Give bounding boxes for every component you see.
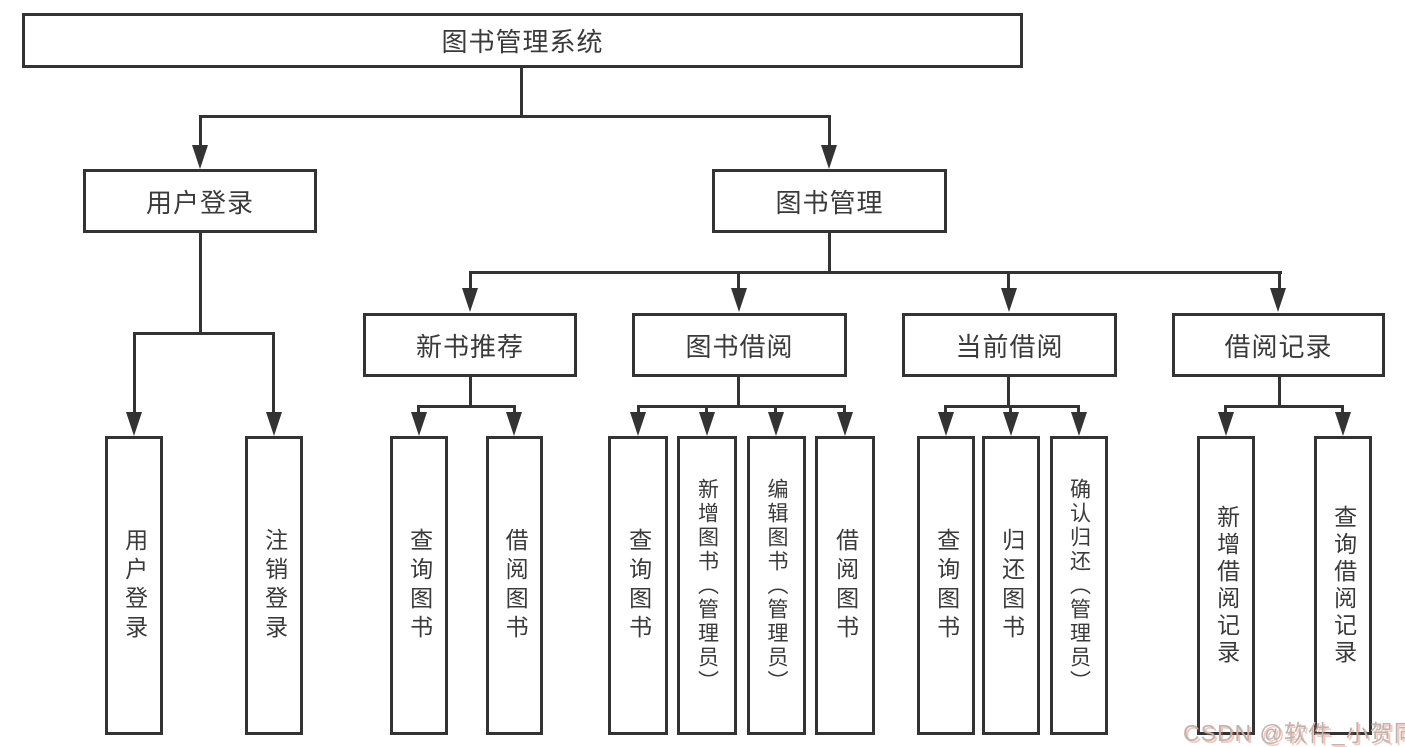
leaf-query-books-borrow: 查询图书 xyxy=(608,436,668,735)
node-label: 当前借阅 xyxy=(955,331,1064,362)
connector-line xyxy=(417,405,516,408)
connector-line xyxy=(199,115,202,148)
connector-line xyxy=(513,405,516,415)
arrow-down-icon xyxy=(192,145,208,169)
arrow-down-icon xyxy=(266,412,282,436)
node-label: 注销登录 xyxy=(261,527,288,644)
connector-line xyxy=(199,233,202,335)
node-label: 新增借阅记录 xyxy=(1213,504,1240,667)
connector-line xyxy=(133,332,136,414)
leaf-user-login: 用户登录 xyxy=(105,436,163,735)
connector-line xyxy=(133,332,275,335)
connector-line xyxy=(469,271,1282,274)
node-label: 图书借阅 xyxy=(685,331,794,362)
arrow-down-icon xyxy=(699,412,715,436)
arrow-down-icon xyxy=(1003,412,1019,436)
connector-line xyxy=(637,405,640,415)
connector-line xyxy=(1278,271,1281,290)
node-root-system: 图书管理系统 xyxy=(22,13,1023,68)
leaf-return-book: 归还图书 xyxy=(982,436,1040,735)
leaf-logout: 注销登录 xyxy=(245,436,303,735)
connector-line xyxy=(520,68,523,118)
arrow-down-icon xyxy=(1071,412,1087,436)
node-label: 借阅记录 xyxy=(1224,331,1333,362)
node-current-borrow: 当前借阅 xyxy=(902,313,1117,377)
node-label: 确认归还（管理员） xyxy=(1067,477,1091,694)
connector-line xyxy=(1224,405,1344,408)
connector-line xyxy=(944,405,1080,408)
node-label: 新增图书（管理员） xyxy=(695,477,719,694)
connector-line xyxy=(637,405,846,408)
arrow-down-icon xyxy=(1270,288,1286,312)
node-label: 借阅图书 xyxy=(502,527,529,644)
node-label: 查询图书 xyxy=(406,527,433,644)
csdn-watermark: CSDN @软件_小贺同学 xyxy=(1183,720,1405,746)
arrow-down-icon xyxy=(411,412,427,436)
arrow-down-icon xyxy=(1335,412,1351,436)
leaf-borrow-books-borrow: 借阅图书 xyxy=(815,436,875,735)
node-label: 借阅图书 xyxy=(832,527,859,644)
arrow-down-icon xyxy=(1001,288,1017,312)
leaf-query-books-newbooks: 查询图书 xyxy=(390,436,448,735)
connector-line xyxy=(1009,405,1012,415)
node-label: 编辑图书（管理员） xyxy=(765,477,789,694)
node-new-book-recommend: 新书推荐 xyxy=(363,313,577,377)
node-label: 查询图书 xyxy=(625,527,652,644)
connector-line xyxy=(199,115,831,118)
connector-line xyxy=(774,405,777,415)
connector-line xyxy=(1224,405,1227,415)
arrow-down-icon xyxy=(630,412,646,436)
leaf-query-books-current: 查询图书 xyxy=(917,436,975,735)
node-label: 图书管理系统 xyxy=(441,27,604,57)
connector-line xyxy=(1341,405,1344,415)
node-label: 查询借阅记录 xyxy=(1330,504,1357,667)
connector-line xyxy=(417,405,420,415)
arrow-down-icon xyxy=(768,412,784,436)
leaf-borrow-books-newbooks: 借阅图书 xyxy=(486,436,543,735)
node-label: 用户登录 xyxy=(145,187,254,218)
connector-line xyxy=(944,405,947,415)
connector-line xyxy=(737,271,740,290)
node-label: 归还图书 xyxy=(998,527,1025,644)
leaf-add-borrow-record: 新增借阅记录 xyxy=(1197,436,1255,735)
node-borrow-records: 借阅记录 xyxy=(1172,313,1385,377)
arrow-down-icon xyxy=(506,412,522,436)
node-label: 新书推荐 xyxy=(415,331,524,362)
leaf-confirm-return-admin: 确认归还（管理员） xyxy=(1050,436,1108,735)
connector-line xyxy=(705,405,708,415)
connector-line xyxy=(843,405,846,415)
connector-line xyxy=(737,377,740,408)
node-book-borrow: 图书借阅 xyxy=(632,313,847,377)
connector-line xyxy=(272,332,275,414)
connector-line xyxy=(469,271,472,290)
leaf-query-borrow-record: 查询借阅记录 xyxy=(1314,436,1372,735)
connector-line xyxy=(1077,405,1080,415)
connector-line xyxy=(1278,377,1281,408)
node-label: 查询图书 xyxy=(933,527,960,644)
leaf-edit-book-admin: 编辑图书（管理员） xyxy=(747,436,806,735)
node-label: 用户登录 xyxy=(121,527,148,644)
node-label: 图书管理 xyxy=(775,187,884,218)
connector-line xyxy=(1007,377,1010,408)
leaf-add-book-admin: 新增图书（管理员） xyxy=(677,436,737,735)
arrow-down-icon xyxy=(1218,412,1234,436)
arrow-down-icon xyxy=(126,412,142,436)
connector-line xyxy=(828,233,831,274)
arrow-down-icon xyxy=(837,412,853,436)
arrow-down-icon xyxy=(731,288,747,312)
arrow-down-icon xyxy=(462,288,478,312)
connector-line xyxy=(1007,271,1010,290)
node-user-login: 用户登录 xyxy=(83,169,317,233)
connector-line xyxy=(469,377,472,408)
arrow-down-icon xyxy=(938,412,954,436)
arrow-down-icon xyxy=(821,145,837,169)
connector-line xyxy=(828,115,831,148)
node-book-management: 图书管理 xyxy=(712,169,947,233)
